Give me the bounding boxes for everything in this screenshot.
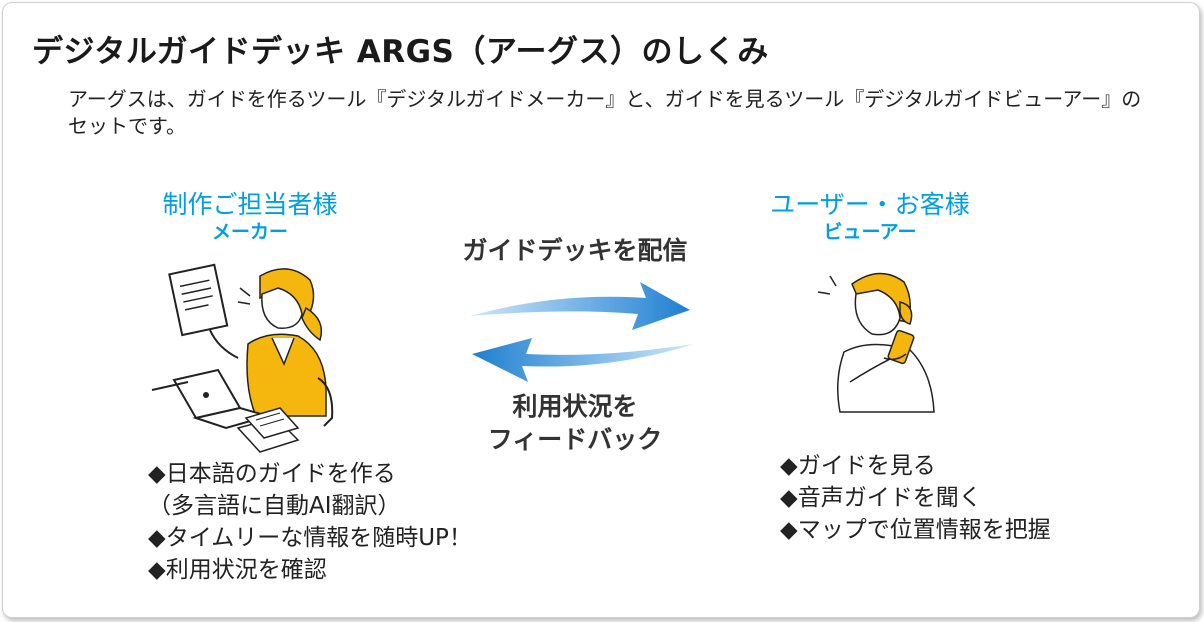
- viewer-feature-list: ◆ガイドを見る ◆音声ガイドを聞く ◆マップで位置情報を把握: [780, 450, 1051, 546]
- list-item: （多言語に自動AI翻訳）: [148, 493, 401, 519]
- arrow-right-icon: [470, 282, 690, 330]
- deliver-label: ガイドデッキを配信: [462, 236, 688, 265]
- woman-with-smartphone-icon: [817, 272, 935, 413]
- list-item: ◆タイムリーな情報を随時UP！: [148, 525, 472, 551]
- list-item: ◆音声ガイドを聞く: [780, 485, 982, 511]
- feedback-label-line1: 利用状況を: [512, 392, 638, 421]
- arrow-left-icon: [472, 338, 694, 382]
- feedback-label-line2: フィードバック: [487, 425, 663, 454]
- woman-at-laptop-icon: [151, 263, 334, 453]
- feedback-label: 利用状況を フィードバック: [440, 390, 710, 456]
- page-title: デジタルガイドデッキ ARGS（アーグス）のしくみ: [32, 34, 769, 70]
- maker-role-title: 制作ご担当者様: [162, 190, 338, 219]
- viewer-role-title: ユーザー・お客様: [770, 190, 970, 219]
- description-text: アーグスは、ガイドを作るツール『デジタルガイドメーカー』と、ガイドを見るツール『…: [68, 87, 1142, 138]
- maker-feature-list: ◆日本語のガイドを作る （多言語に自動AI翻訳） ◆タイムリーな情報を随時UP！…: [148, 458, 472, 586]
- maker-tool-label: メーカー: [211, 221, 288, 243]
- viewer-tool-label: ビューアー: [823, 221, 917, 243]
- list-item: ◆利用状況を確認: [148, 557, 327, 583]
- list-item: ◆マップで位置情報を把握: [780, 517, 1051, 543]
- list-item: ◆ガイドを見る: [780, 453, 936, 479]
- list-item: ◆日本語のガイドを作る: [148, 461, 396, 487]
